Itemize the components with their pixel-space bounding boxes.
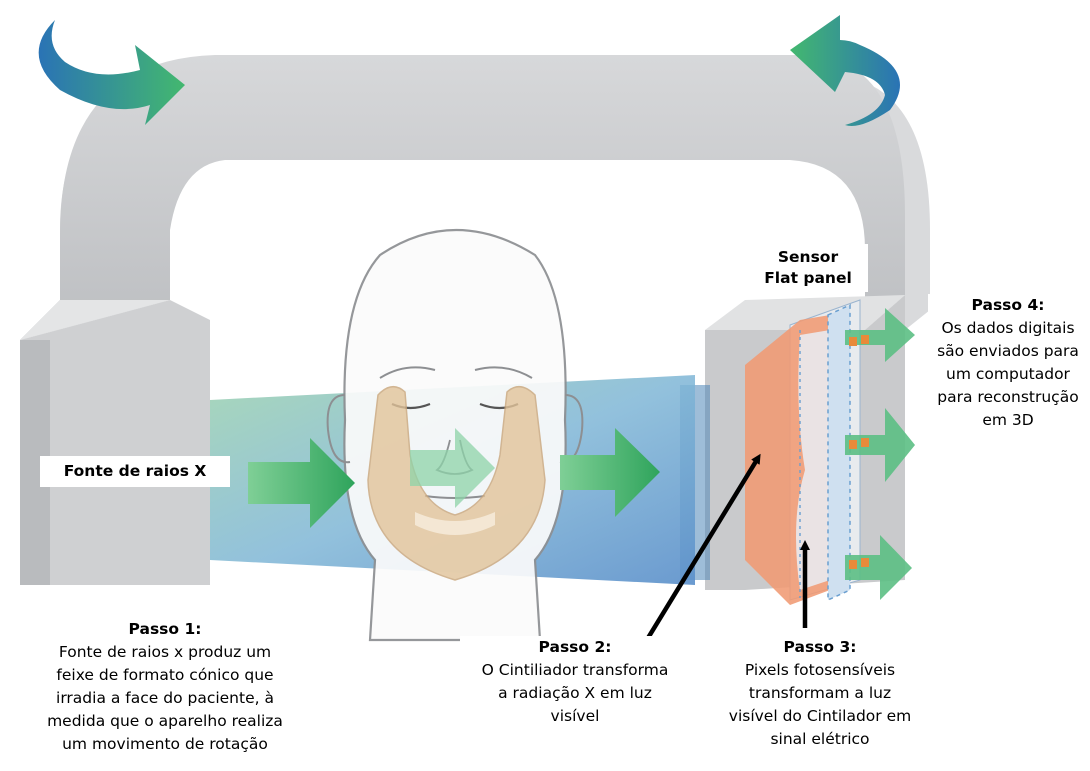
step-4-line: um computador (928, 363, 1088, 386)
step-3-title: Passo 3: (700, 636, 940, 659)
step-3-line: transformam a luz (700, 682, 940, 705)
step-3-line: sinal elétrico (700, 728, 940, 751)
step-1-title: Passo 1: (20, 618, 310, 641)
step-4-title: Passo 4: (928, 294, 1088, 317)
step-1-line: irradia a face do paciente, à (20, 687, 310, 710)
step-1-caption: Passo 1: Fonte de raios x produz um feix… (20, 618, 310, 756)
step-4-line: Os dados digitais (928, 317, 1088, 340)
step-1-line: medida que o aparelho realiza (20, 710, 310, 733)
step-1-line: Fonte de raios x produz um (20, 641, 310, 664)
step-1-line: um movimento de rotação (20, 733, 310, 756)
step-2-caption: Passo 2: O Cintiliador transforma a radi… (460, 636, 690, 728)
step-3-line: visível do Cintilador em (700, 705, 940, 728)
source-label: Fonte de raios X (40, 456, 230, 487)
sensor-label: Sensor Flat panel (748, 244, 868, 292)
step-2-line: a radiação X em luz (460, 682, 690, 705)
sensor-label-line-1: Sensor (748, 247, 868, 268)
step-2-line: visível (460, 705, 690, 728)
step-3-caption: Passo 3: Pixels fotosensíveis transforma… (700, 636, 940, 751)
step-4-caption: Passo 4: Os dados digitais são enviados … (928, 294, 1088, 432)
step-4-line: são enviados para (928, 340, 1088, 363)
step-3-line: Pixels fotosensíveis (700, 659, 940, 682)
step-2-line: O Cintiliador transforma (460, 659, 690, 682)
step-4-line: para reconstrução (928, 386, 1088, 409)
step-2-title: Passo 2: (460, 636, 690, 659)
step-4-line: em 3D (928, 409, 1088, 432)
step-1-line: feixe de formato cónico que (20, 664, 310, 687)
sensor-label-line-2: Flat panel (748, 268, 868, 289)
